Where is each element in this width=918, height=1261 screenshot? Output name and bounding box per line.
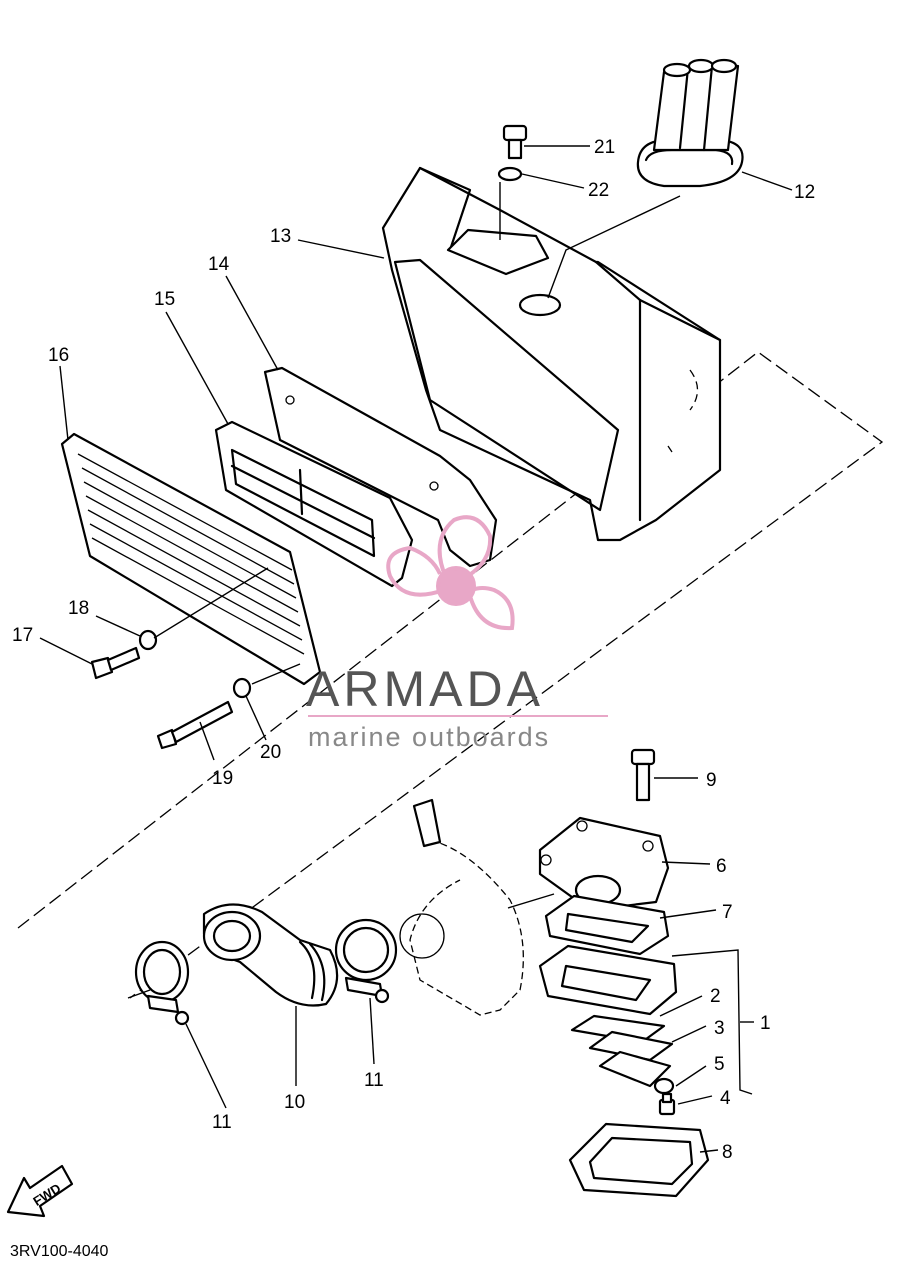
callout-numbers: 21 22 12 13 14 15 16 18 17 20 19 9 6 7 2… — [12, 137, 815, 1163]
part-10-intake-boot — [202, 903, 339, 1007]
callout-6: 6 — [716, 856, 727, 877]
callout-7: 7 — [722, 902, 733, 923]
part-5-nut — [653, 1077, 675, 1095]
fwd-arrow: FWD — [6, 1164, 74, 1218]
callout-8: 8 — [722, 1142, 733, 1163]
part-15-element-frame — [214, 420, 414, 588]
callout-13: 13 — [270, 226, 291, 247]
callout-15: 15 — [154, 289, 175, 310]
armada-watermark: ARMADA marine outboards — [306, 515, 608, 752]
callout-12: 12 — [794, 182, 815, 203]
part-21-bolt — [502, 124, 528, 160]
part-6-reed-housing — [538, 816, 670, 912]
part-11-clamp-right — [334, 918, 398, 1004]
fwd-arrow-icon — [6, 1164, 74, 1218]
propeller-hub — [436, 566, 476, 606]
callout-16: 16 — [48, 345, 69, 366]
part-1-reed-plate — [538, 944, 678, 1016]
callout-11-left: 11 — [212, 1112, 232, 1133]
callout-18: 18 — [68, 598, 89, 619]
crankcase-outline — [399, 798, 524, 1016]
part-3-reed-stop — [588, 1030, 674, 1088]
part-12-intake-tube — [636, 58, 744, 188]
callout-9: 9 — [706, 770, 717, 791]
callout-3: 3 — [714, 1018, 725, 1039]
part-4-screw — [658, 1092, 676, 1116]
callout-21: 21 — [594, 137, 615, 158]
part-16-grille — [60, 432, 322, 686]
propeller-logo-icon — [386, 515, 515, 631]
part-17-bolt — [90, 646, 141, 680]
callout-19: 19 — [212, 768, 233, 789]
callout-22: 22 — [588, 180, 609, 201]
part-9-bolt — [630, 748, 656, 802]
callout-14: 14 — [208, 254, 230, 275]
propeller-blade-left — [386, 545, 445, 597]
part-8-gasket — [568, 1122, 710, 1198]
callout-4: 4 — [720, 1088, 731, 1109]
part-18-washer — [138, 629, 158, 651]
part-19-long-bolt — [156, 700, 234, 750]
callout-1: 1 — [760, 1013, 771, 1034]
part-14-panel — [263, 366, 498, 568]
callout-2: 2 — [710, 986, 721, 1007]
propeller-blade-right — [468, 586, 515, 631]
diagram-code: 3RV100-4040 — [10, 1243, 109, 1260]
callout-20: 20 — [260, 742, 281, 763]
callout-10: 10 — [284, 1092, 305, 1113]
watermark-tagline: marine outboards — [308, 722, 550, 752]
callout-17: 17 — [12, 625, 33, 646]
part-11-clamp-left — [134, 940, 190, 1026]
propeller-blade-top — [437, 515, 493, 579]
part-7-gasket — [544, 894, 670, 956]
assembly-plane-lines — [17, 351, 884, 999]
part-20-washer — [232, 677, 252, 699]
leader-lines — [39, 145, 793, 1153]
part-22-washer — [497, 166, 523, 182]
part-13-airbox — [381, 166, 722, 542]
callout-5: 5 — [714, 1054, 725, 1075]
callout-11-right: 11 — [364, 1070, 384, 1091]
watermark-brand: ARMADA — [306, 661, 544, 717]
